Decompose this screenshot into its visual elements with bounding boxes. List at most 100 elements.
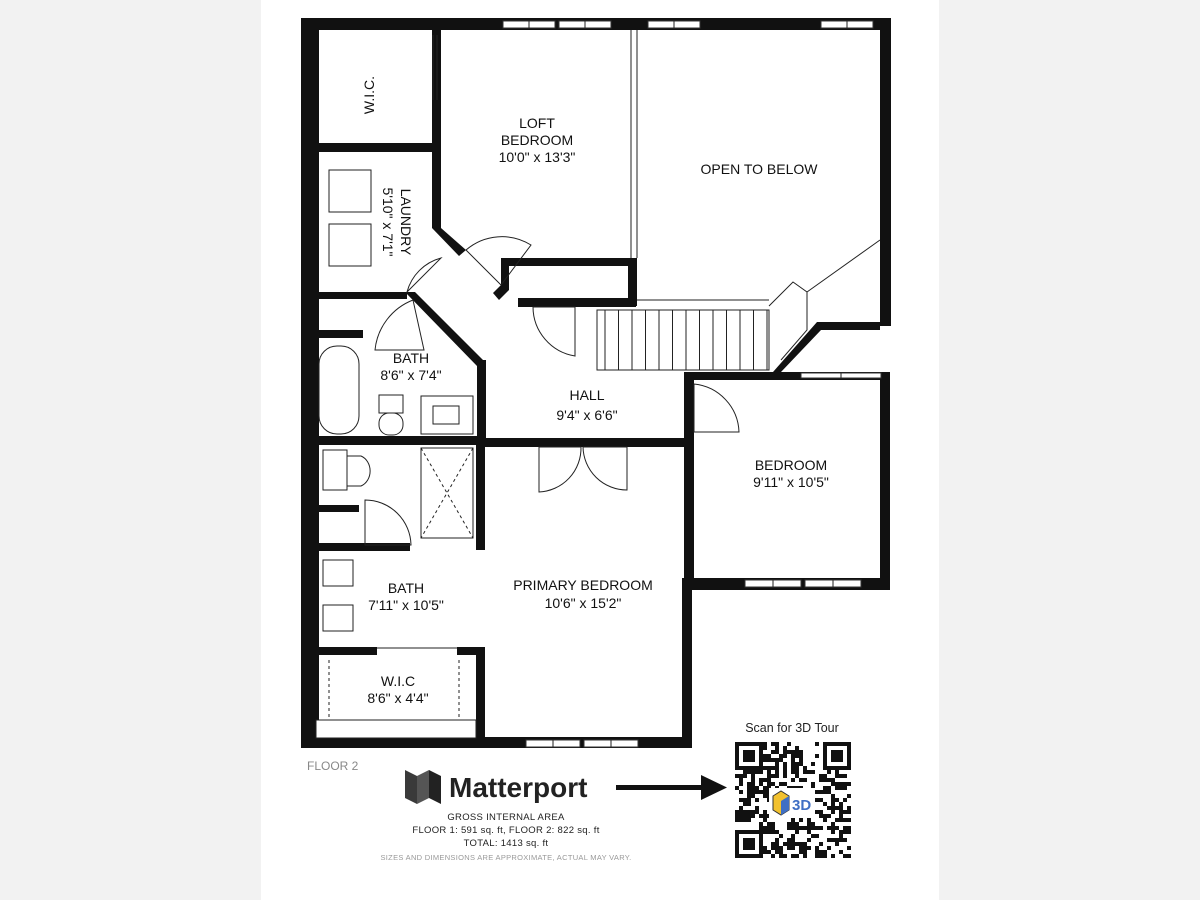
qr-module	[783, 754, 787, 758]
qr-module	[767, 822, 771, 826]
qr-module	[751, 774, 755, 778]
qr-module	[787, 750, 791, 754]
qr-module	[763, 846, 767, 850]
qr-module	[791, 854, 795, 858]
qr-module	[791, 750, 795, 754]
qr-module	[827, 814, 831, 818]
qr-module	[847, 806, 851, 810]
qr-module	[735, 850, 739, 854]
qr-module	[743, 798, 747, 802]
qr-module	[815, 846, 819, 850]
qr-module	[815, 834, 819, 838]
qr-module	[735, 834, 739, 838]
qr-module	[811, 826, 815, 830]
qr-module	[739, 814, 743, 818]
qr-module	[795, 746, 799, 750]
qr-module	[847, 782, 851, 786]
area-line-2: TOTAL: 1413 sq. ft	[464, 838, 549, 849]
qr-module	[795, 750, 799, 754]
qr-module	[791, 838, 795, 842]
qr-module	[775, 850, 779, 854]
bath-bottom-dims: 7'11" x 10'5"	[368, 597, 444, 613]
qr-module	[747, 782, 751, 786]
qr-module	[831, 854, 835, 858]
qr-module	[827, 766, 831, 770]
qr-module	[835, 826, 839, 830]
qr-3d-badge: 3D	[769, 788, 815, 818]
loft-name-2: BEDROOM	[501, 132, 573, 148]
qr-module	[743, 810, 747, 814]
qr-module	[843, 818, 847, 822]
qr-module	[767, 770, 771, 774]
qr-module	[739, 810, 743, 814]
qr-module	[747, 750, 751, 754]
qr-module	[827, 846, 831, 850]
bath-top-dims: 8'6" x 7'4"	[380, 367, 441, 383]
qr-module	[819, 826, 823, 830]
qr-module	[803, 846, 807, 850]
qr-module	[735, 830, 739, 834]
area-heading: GROSS INTERNAL AREA	[447, 812, 565, 823]
qr-module	[747, 786, 751, 790]
qr-module	[767, 774, 771, 778]
qr-module	[735, 762, 739, 766]
qr-module	[823, 818, 827, 822]
qr-module	[815, 790, 819, 794]
qr-module	[751, 766, 755, 770]
loft-dims: 10'0" x 13'3"	[499, 149, 576, 165]
qr-module	[735, 838, 739, 842]
qr-module	[839, 850, 843, 854]
qr-module	[775, 770, 779, 774]
qr-module	[839, 818, 843, 822]
qr-module	[747, 758, 751, 762]
qr-module	[827, 742, 831, 746]
qr-module	[831, 830, 835, 834]
qr-module	[835, 782, 839, 786]
qr-module	[787, 846, 791, 850]
hall-name: HALL	[569, 387, 604, 403]
qr-module	[795, 826, 799, 830]
qr-module	[743, 770, 747, 774]
qr-module	[751, 742, 755, 746]
qr-module	[735, 818, 739, 822]
qr-module	[751, 754, 755, 758]
qr-module	[767, 758, 771, 762]
qr-module	[767, 830, 771, 834]
qr-module	[739, 774, 743, 778]
qr-module	[847, 746, 851, 750]
qr-module	[791, 770, 795, 774]
qr-module	[815, 742, 819, 746]
qr-module	[843, 782, 847, 786]
qr-module	[735, 750, 739, 754]
floor-label: FLOOR 2	[307, 759, 359, 773]
qr-module	[835, 766, 839, 770]
qr-module	[803, 778, 807, 782]
qr-module	[831, 778, 835, 782]
qr-module	[835, 754, 839, 758]
qr-module	[803, 842, 807, 846]
bath-top-name: BATH	[393, 350, 429, 366]
qr-module	[819, 842, 823, 846]
qr-module	[791, 766, 795, 770]
qr-module	[791, 826, 795, 830]
qr-code-icon[interactable]	[735, 742, 851, 858]
qr-module	[839, 750, 843, 754]
qr-module	[839, 806, 843, 810]
qr-module	[771, 774, 775, 778]
qr-module	[783, 750, 787, 754]
qr-module	[811, 762, 815, 766]
qr-module	[783, 854, 787, 858]
qr-module	[751, 758, 755, 762]
bath-bottom-name: BATH	[388, 580, 424, 596]
qr-module	[759, 742, 763, 746]
qr-module	[759, 758, 763, 762]
floor-plan-sheet: W.I.C. LAUNDRY 5'10" x 7'1" LOFT BEDROOM…	[261, 0, 939, 900]
qr-module	[831, 838, 835, 842]
qr-module	[747, 854, 751, 858]
qr-module	[795, 774, 799, 778]
qr-module	[819, 814, 823, 818]
qr-module	[835, 750, 839, 754]
qr-module	[759, 854, 763, 858]
qr-module	[823, 762, 827, 766]
qr-module	[819, 850, 823, 854]
